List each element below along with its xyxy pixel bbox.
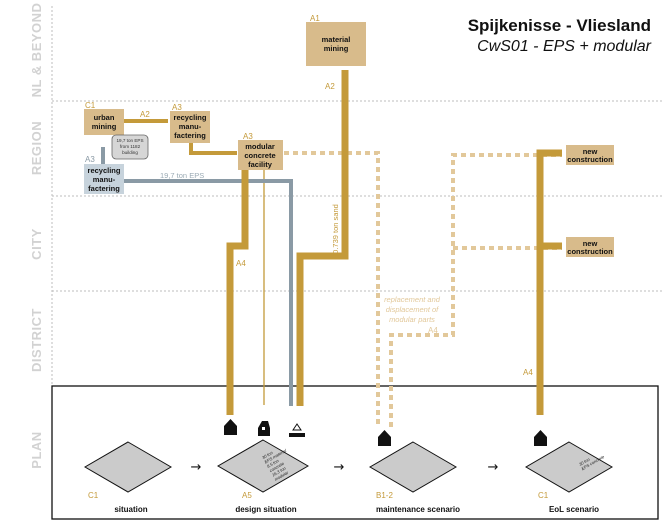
flow-label-eps: 19,7 ton EPS [160, 171, 204, 180]
short-flows [123, 119, 237, 155]
recycling-label-2: manu- [179, 122, 202, 131]
recycling-blue-label-2: manu- [93, 175, 116, 184]
recycling-blue-node [84, 164, 124, 194]
scenario-name-eol: EoL scenario [549, 505, 599, 514]
eol-note-1: 30 ton [578, 456, 591, 466]
page-title: Spijkenisse - Vliesland [467, 16, 651, 35]
flow-label-a4-right: A4 [523, 368, 533, 377]
diamond-eol [525, 441, 613, 493]
recycling-blue-label-1: recycling [88, 166, 121, 175]
scenario-name-design: design situation [235, 505, 296, 514]
new-construction-node-2 [566, 237, 614, 257]
recycling-label-3: factering [174, 131, 206, 140]
design-note-3: 8.5 ton [266, 458, 280, 469]
callout-line-2: from 1182 [120, 144, 141, 149]
flow-label-a2-top: A2 [325, 82, 335, 91]
house-icon-design [224, 419, 237, 435]
scenario-code-eol: C1 [538, 491, 549, 500]
replacement-line-1: replacement and [384, 295, 441, 304]
page-subtitle: CwS01 - EPS + modular [477, 38, 651, 55]
new-construction-1-label-1: new [583, 147, 598, 156]
base-icon [289, 423, 305, 437]
material-mining-code: A1 [310, 14, 320, 23]
apartment-icon [258, 421, 270, 436]
eps-callout [111, 134, 149, 160]
grid [51, 6, 662, 385]
recycling-node [170, 111, 210, 143]
scenario-code-maintenance: B1-2 [376, 491, 393, 500]
replacement-line-2: displacement of [386, 305, 439, 314]
new-construction-2-label-2: construction [567, 247, 613, 256]
diamond-maintenance [369, 441, 457, 493]
row-label-district: DISTRICT [29, 308, 44, 372]
urban-mining-label-2: mining [92, 122, 117, 131]
urban-mining-label-1: urban [94, 113, 115, 122]
recycling-blue-code: A3 [85, 155, 95, 164]
material-mining-label-1: material [322, 35, 351, 44]
house-icon-eol [534, 430, 547, 446]
scenario-code-situation: C1 [88, 491, 99, 500]
flow-label-a2-mid: A2 [140, 110, 150, 119]
callout-line-3: building [122, 150, 138, 155]
material-mining-node [306, 22, 366, 66]
scenario-name-maintenance: maintenance scenario [376, 505, 460, 514]
modular-code: A3 [243, 132, 253, 141]
new-construction-1-label-2: construction [567, 155, 613, 164]
urban-mining-code: C1 [85, 101, 96, 110]
row-label-nl: NL & BEYOND [29, 3, 44, 98]
recycling-blue-label-3: factering [88, 184, 120, 193]
modular-label-1: modular [245, 142, 275, 151]
scenario-code-design: A5 [242, 491, 252, 500]
diamond-design [217, 439, 309, 493]
arrow-1: → [191, 460, 202, 475]
row-label-region: REGION [29, 121, 44, 175]
replacement-line-3: modular parts [389, 315, 435, 324]
flow-label-sand: 30.739 ton sand [331, 204, 340, 258]
row-label-city: CITY [29, 228, 44, 260]
modular-facility-node [238, 140, 283, 170]
new-construction-node-1 [566, 145, 614, 165]
modular-label-3: facility [248, 160, 273, 169]
recycling-label-1: recycling [174, 113, 207, 122]
flow-label-a4-mid: A4 [428, 326, 438, 335]
flow-label-a4-left: A4 [236, 259, 246, 268]
new-construction-2-label-1: new [583, 239, 598, 248]
plan-frame [51, 385, 659, 520]
diamond-situation [84, 441, 172, 493]
house-icon-maintenance [378, 430, 391, 446]
eps-flow [101, 147, 293, 406]
callout-line-1: 19,7 ton EPS [116, 138, 143, 143]
material-flows [226, 70, 562, 415]
row-label-plan: PLAN [29, 431, 44, 468]
arrow-3: → [488, 460, 499, 475]
material-mining-label-2: mining [324, 44, 349, 53]
modular-label-2: concrete [244, 151, 275, 160]
urban-mining-node [84, 109, 124, 135]
design-note-1: 30 ton [261, 450, 274, 460]
scenario-diamonds [84, 439, 613, 493]
arrow-2: → [334, 460, 345, 475]
scenario-name-situation: situation [114, 505, 147, 514]
recycling-code: A3 [172, 103, 182, 112]
